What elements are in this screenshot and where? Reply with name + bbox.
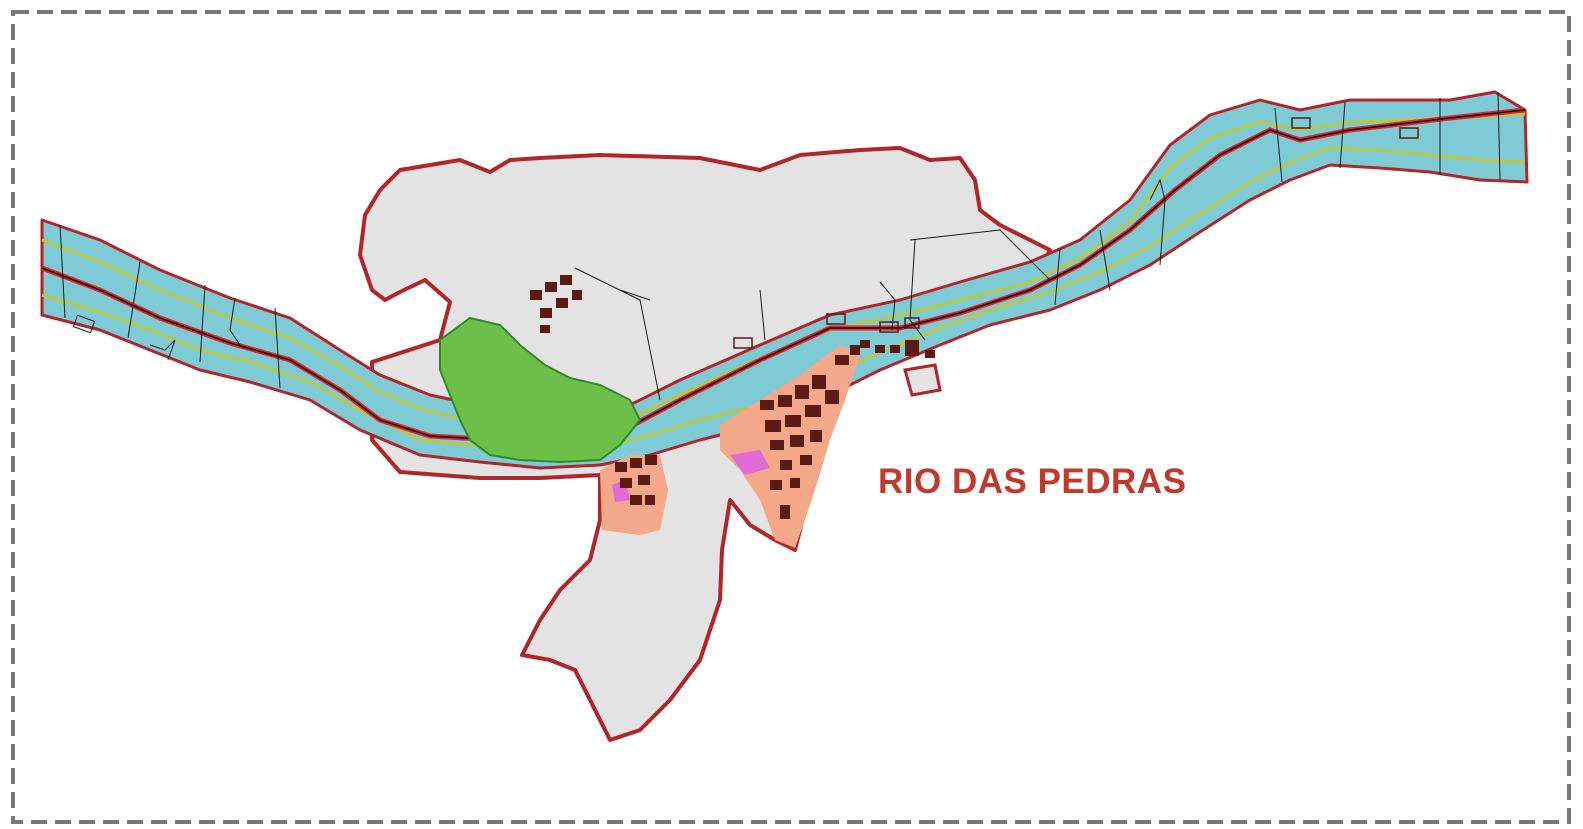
green-area [439,316,642,464]
main-road-centerline [41,109,1526,441]
frame-border [11,10,1571,824]
pink-parcel [730,450,770,475]
corridor-cross-lines [59,91,1501,401]
region-name-label: RIO DAS PEDRAS [878,462,1187,501]
boundary-jut [903,363,942,397]
urban-blocks [530,275,935,519]
building-symbols [733,117,1419,349]
